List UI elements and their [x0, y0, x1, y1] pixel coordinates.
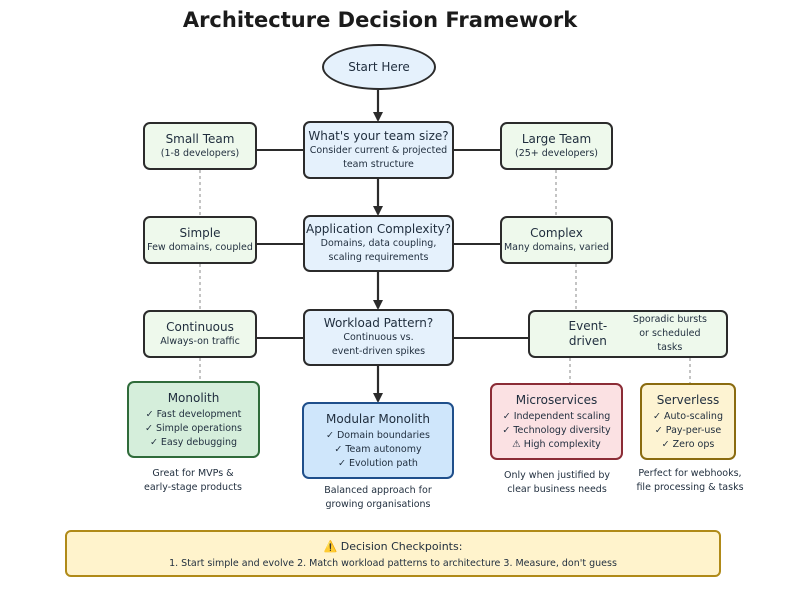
start-node: Start Here [322, 44, 436, 90]
continuous-title: Continuous [166, 319, 234, 334]
modular-caption-line2: growing organisations [325, 499, 431, 510]
modular-item: ✓ Team autonomy [334, 443, 422, 455]
large-team-title: Large Team [521, 131, 592, 146]
complex-sub: Many domains, varied [503, 241, 610, 253]
monolith-result: Monolith ✓ Fast development ✓ Simple ope… [127, 381, 260, 458]
micro-caption: Only when justified by clear business ne… [482, 469, 632, 497]
micro-caption-line2: clear business needs [507, 484, 607, 495]
micro-title: Microservices [515, 392, 598, 407]
complex-title: Complex [530, 225, 583, 240]
simple-node: Simple Few domains, coupled [143, 216, 257, 264]
complex-node: Complex Many domains, varied [500, 216, 613, 264]
micro-caption-line1: Only when justified by [504, 470, 610, 481]
team-size-title: What's your team size? [308, 128, 449, 143]
simple-title: Simple [179, 225, 221, 240]
workload-question: Workload Pattern? Continuous vs. event-d… [303, 309, 454, 366]
micro-item: ✓ Independent scaling [502, 410, 611, 422]
modular-caption-line1: Balanced approach for [324, 485, 432, 496]
complexity-title: Application Complexity? [305, 222, 451, 236]
small-team-title: Small Team [165, 131, 235, 146]
checkpoints-title: Decision Checkpoints: [340, 540, 463, 553]
serverless-item: ✓ Auto-scaling [653, 410, 723, 422]
event-driven-title: Event-driven [568, 319, 608, 348]
modular-monolith-result: Modular Monolith ✓ Domain boundaries ✓ T… [302, 402, 454, 479]
warning-icon: ⚠️ [323, 540, 338, 553]
workload-desc-line2: event-driven spikes [331, 346, 426, 357]
small-team-sub: (1-8 developers) [160, 147, 240, 159]
checkpoints-header: ⚠️ Decision Checkpoints: [67, 539, 719, 554]
serverless-title: Serverless [656, 392, 720, 407]
workload-title: Workload Pattern? [323, 316, 434, 330]
complexity-question: Application Complexity? Domains, data co… [303, 215, 454, 272]
complexity-desc-line2: scaling requirements [328, 252, 429, 263]
modular-title: Modular Monolith [326, 411, 430, 426]
event-driven-line2: or scheduled tasks [639, 328, 701, 353]
monolith-title: Monolith [167, 390, 220, 405]
event-driven-line1: Sporadic bursts [632, 314, 707, 325]
diagram-title: Architecture Decision Framework [182, 8, 578, 32]
monolith-caption-line1: Great for MVPs & [152, 468, 234, 479]
monolith-caption: Great for MVPs & early-stage products [120, 467, 266, 495]
start-label: Start Here [348, 59, 410, 74]
large-team-node: Large Team (25+ developers) [500, 122, 613, 170]
serverless-item: ✓ Pay-per-use [654, 424, 722, 436]
monolith-caption-line2: early-stage products [144, 482, 242, 493]
monolith-item: ✓ Easy debugging [149, 436, 238, 448]
checkpoints-body: 1. Start simple and evolve 2. Match work… [169, 558, 617, 569]
monolith-item: ✓ Simple operations [145, 422, 242, 434]
continuous-node: Continuous Always-on traffic [143, 310, 257, 358]
team-size-question: What's your team size? Consider current … [303, 121, 454, 179]
large-team-sub: (25+ developers) [514, 147, 598, 159]
modular-item: ✓ Evolution path [338, 457, 418, 469]
event-driven-node: Event-driven Sporadic bursts or schedule… [528, 310, 728, 358]
workload-desc-line1: Continuous vs. [343, 332, 414, 343]
team-size-desc-line2: team structure [343, 158, 414, 170]
serverless-result: Serverless ✓ Auto-scaling ✓ Pay-per-use … [640, 383, 736, 460]
monolith-item: ✓ Fast development [145, 408, 242, 420]
microservices-result: Microservices ✓ Independent scaling ✓ Te… [490, 383, 623, 460]
team-size-desc-line1: Consider current & projected [309, 144, 448, 156]
serverless-caption-line1: Perfect for webhooks, [638, 468, 742, 479]
serverless-caption-line2: file processing & tasks [636, 482, 744, 493]
complexity-desc-line1: Domains, data coupling, [320, 238, 437, 249]
micro-item: ✓ Technology diversity [502, 424, 611, 436]
modular-caption: Balanced approach for growing organisati… [298, 484, 458, 512]
serverless-caption: Perfect for webhooks, file processing & … [630, 467, 750, 495]
modular-item: ✓ Domain boundaries [326, 429, 430, 441]
decision-checkpoints-panel: ⚠️ Decision Checkpoints: 1. Start simple… [65, 530, 721, 577]
continuous-sub: Always-on traffic [160, 335, 240, 347]
small-team-node: Small Team (1-8 developers) [143, 122, 257, 170]
serverless-item: ✓ Zero ops [661, 438, 715, 450]
simple-sub: Few domains, coupled [147, 241, 253, 253]
micro-item: ⚠ High complexity [512, 438, 601, 450]
